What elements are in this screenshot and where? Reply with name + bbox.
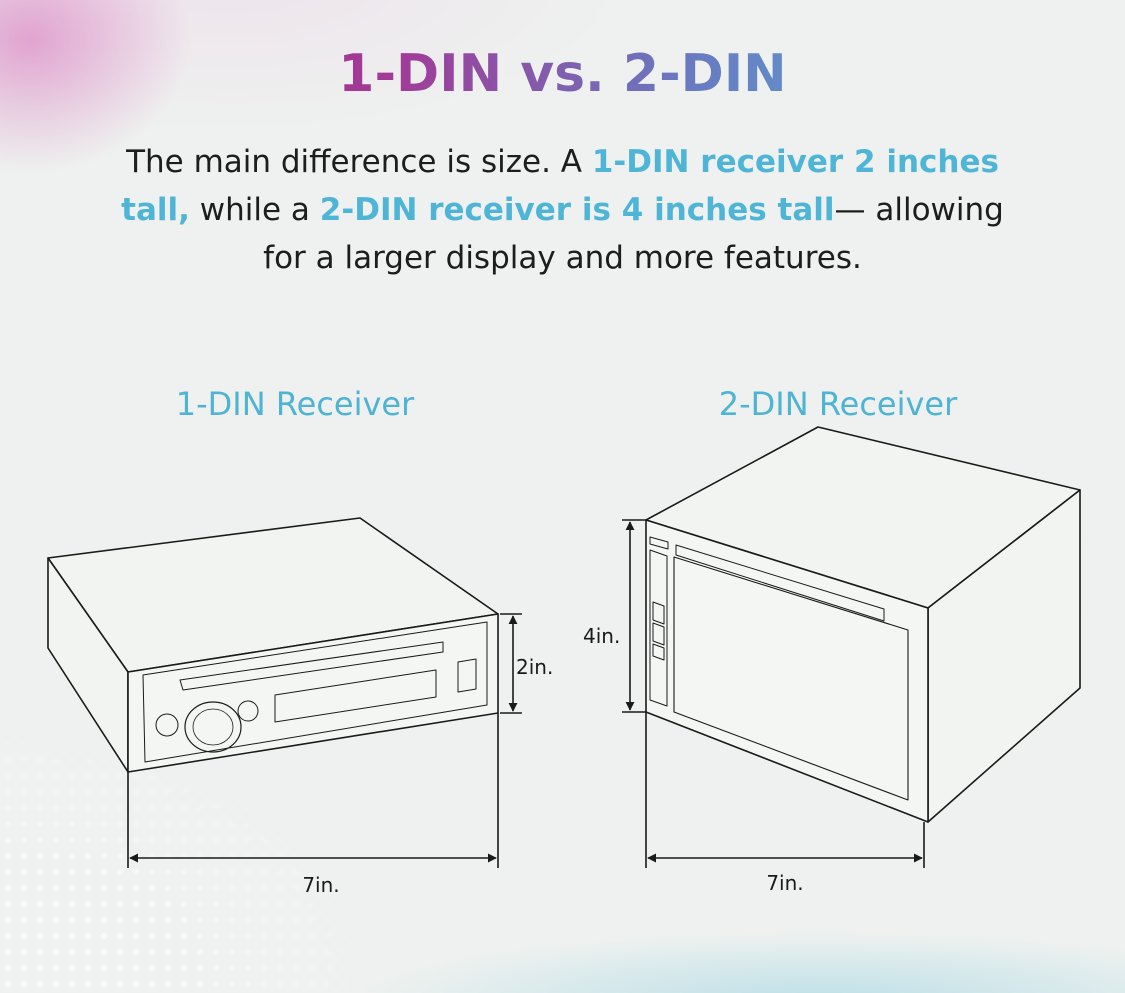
one-din-button xyxy=(457,658,477,693)
two-din-control-1 xyxy=(652,601,665,625)
one-din-dimensions xyxy=(127,613,522,868)
one-din-receiver-drawing xyxy=(47,517,499,773)
one-din-faceplate xyxy=(142,621,488,763)
description-part-1: The main difference is size. A xyxy=(126,144,592,180)
one-din-width-label: 7in. xyxy=(302,873,339,897)
one-din-label: 1-DIN Receiver xyxy=(175,385,415,423)
two-din-height-label: 4in. xyxy=(583,624,620,648)
one-din-height-label: 2in. xyxy=(516,655,553,679)
description-part-3: — allowing for a larger display and more… xyxy=(263,192,1004,276)
two-din-front-face xyxy=(645,519,929,823)
two-din-top-button xyxy=(649,536,669,550)
two-din-side-strip xyxy=(649,549,668,707)
two-din-control-2 xyxy=(652,622,665,646)
two-din-screen-frame xyxy=(673,556,909,801)
one-din-small-button-right xyxy=(237,700,259,722)
description-highlight-1din: 1-DIN receiver 2 inches tall, xyxy=(121,144,999,228)
description-part-2: while a xyxy=(189,192,320,228)
description-text: The main difference is size. A 1-DIN rec… xyxy=(100,138,1025,282)
page-title: 1-DIN vs. 2-DIN xyxy=(0,42,1125,106)
description-highlight-2din: 2-DIN receiver is 4 inches tall xyxy=(319,192,835,228)
two-din-dimensions xyxy=(622,519,925,868)
two-din-width-label: 7in. xyxy=(766,871,803,895)
two-din-label: 2-DIN Receiver xyxy=(718,385,958,423)
two-din-control-3 xyxy=(652,643,665,661)
two-din-receiver-drawing xyxy=(645,426,1081,823)
one-din-small-button-left xyxy=(155,713,179,737)
one-din-knob-inner xyxy=(192,708,234,746)
one-din-display xyxy=(274,669,437,723)
two-din-disc-slot xyxy=(675,544,885,622)
one-din-cd-slot xyxy=(179,641,444,691)
one-din-volume-knob xyxy=(184,701,242,753)
